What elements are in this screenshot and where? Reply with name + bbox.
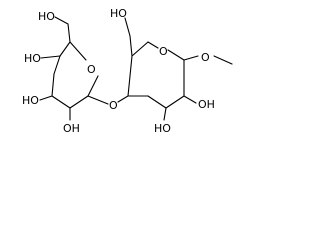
bond xyxy=(131,41,149,57)
bond xyxy=(213,55,233,65)
left-c3-hydroxyl-label: HO xyxy=(22,94,39,107)
bond xyxy=(147,41,159,49)
disaccharide-structure: O HO HO HO OH O O HO O HO OH xyxy=(22,7,233,135)
bond xyxy=(40,55,61,59)
right-c3-hydroxyl-label: HO xyxy=(154,122,171,135)
right-ring xyxy=(117,17,233,121)
left-ring xyxy=(39,16,109,121)
right-anomeric-oxygen-label: O xyxy=(201,51,210,64)
bond xyxy=(67,23,71,43)
bond xyxy=(59,41,71,57)
bond xyxy=(163,107,167,121)
bond xyxy=(87,95,109,105)
bond xyxy=(51,95,71,109)
left-c4-hydroxyl-label: HO xyxy=(24,52,41,65)
left-c2-hydroxyl-label: OH xyxy=(63,122,80,135)
left-ch2oh-label: HO xyxy=(38,10,55,23)
bond xyxy=(69,95,89,109)
bond xyxy=(183,95,197,104)
bond xyxy=(54,16,69,25)
bond xyxy=(165,95,185,109)
bond xyxy=(117,95,129,103)
bond xyxy=(183,55,199,61)
left-ring-oxygen-label: O xyxy=(87,63,96,76)
right-c2-hydroxyl-label: OH xyxy=(198,98,215,111)
bond xyxy=(87,75,99,97)
right-ch2oh-label: HO xyxy=(110,7,127,20)
bond xyxy=(124,17,131,37)
right-ring-oxygen-label: O xyxy=(159,45,168,58)
bond xyxy=(39,95,53,101)
bond xyxy=(167,49,185,61)
bond xyxy=(147,95,167,109)
bond xyxy=(51,73,55,97)
bond xyxy=(53,55,61,75)
bond xyxy=(127,55,133,97)
bond xyxy=(69,41,87,61)
glycosidic-oxygen-label: O xyxy=(109,99,118,112)
bond xyxy=(129,35,133,57)
